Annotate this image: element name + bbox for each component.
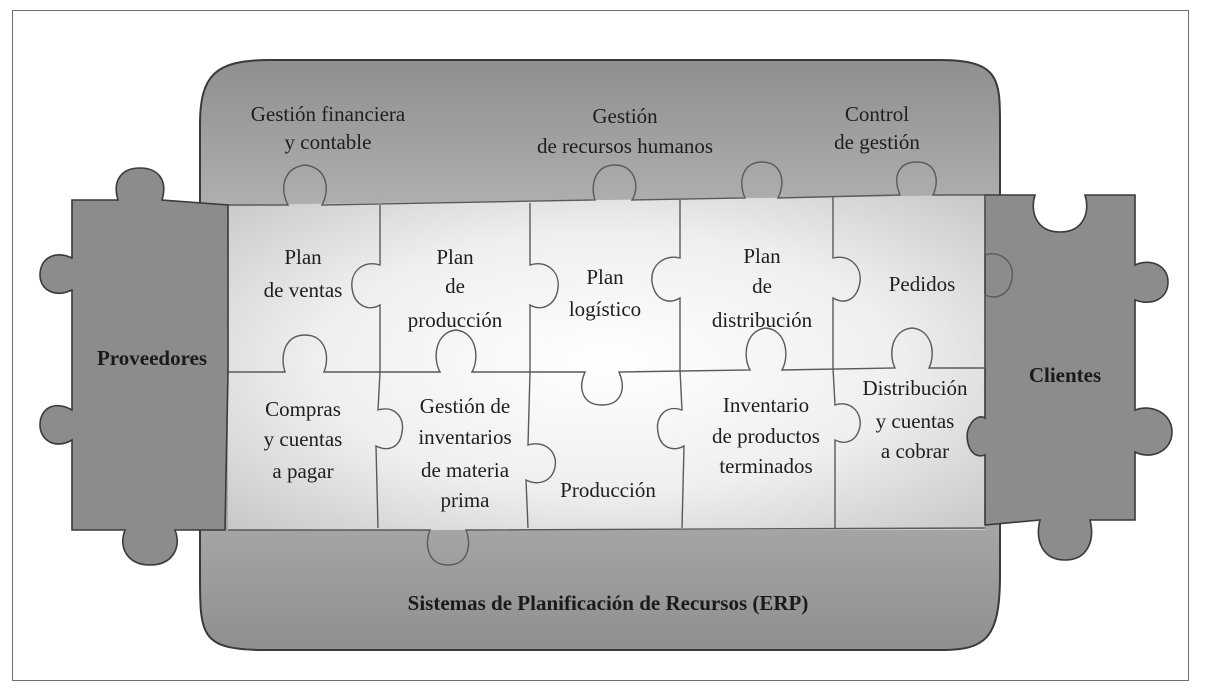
- piece-plan-logistico-line2: logístico: [569, 297, 641, 321]
- piece-plan-produccion-line2: de: [445, 274, 465, 298]
- piece-distribucion-cuentas-line2: y cuentas: [876, 409, 955, 433]
- puzzle-field: [228, 195, 985, 530]
- top-module-financiera-line1: Gestión financiera: [251, 102, 406, 126]
- bottom-seam: [228, 527, 986, 566]
- piece-produccion-line1: Producción: [560, 478, 656, 502]
- piece-plan-ventas-line1: Plan: [284, 245, 322, 269]
- piece-plan-produccion-line3: producción: [408, 308, 503, 332]
- piece-gestion-inventarios-line3: de materia: [421, 458, 510, 482]
- clientes-piece: [966, 194, 1173, 561]
- top-modules: Gestión financiera y contable Gestión de…: [251, 102, 921, 158]
- right-seam: [984, 195, 1014, 368]
- piece-plan-logistico-line1: Plan: [586, 265, 624, 289]
- top-module-control-line1: Control: [845, 102, 909, 126]
- piece-plan-distribucion-line3: distribución: [712, 308, 813, 332]
- top-seam: [225, 161, 985, 206]
- piece-distribucion-cuentas-line1: Distribución: [863, 376, 968, 400]
- piece-plan-distribucion-line2: de: [752, 274, 772, 298]
- vertical-seam-4: [832, 196, 861, 528]
- piece-compras-line3: a pagar: [272, 459, 333, 483]
- piece-plan-produccion-line1: Plan: [436, 245, 474, 269]
- piece-inventario-productos-line2: de productos: [712, 424, 820, 448]
- top-module-financiera-line2: y contable: [285, 130, 372, 154]
- pieces-row-2: Compras y cuentas a pagar Gestión de inv…: [264, 376, 968, 512]
- piece-gestion-inventarios-line1: Gestión de: [420, 394, 510, 418]
- piece-inventario-productos-line1: Inventario: [723, 393, 809, 417]
- piece-plan-ventas-line2: de ventas: [264, 278, 343, 302]
- vertical-seam-2: [525, 203, 559, 529]
- piece-pedidos-line1: Pedidos: [889, 272, 956, 296]
- proveedores-label: Proveedores: [97, 346, 207, 370]
- piece-distribucion-cuentas-line3: a cobrar: [881, 439, 949, 463]
- top-module-control-line2: de gestión: [834, 130, 920, 154]
- vertical-seam-1: [351, 205, 404, 529]
- proveedores-piece: [39, 167, 229, 566]
- vertical-seam-3: [651, 200, 685, 529]
- top-module-rrhh-line1: Gestión: [592, 104, 658, 128]
- pieces-row-1: Plan de ventas Plan de producción Plan l…: [264, 244, 956, 332]
- top-module-rrhh-line2: de recursos humanos: [537, 134, 713, 158]
- piece-gestion-inventarios-line2: inventarios: [418, 425, 511, 449]
- clientes-label: Clientes: [1029, 363, 1101, 387]
- middle-seam: [228, 327, 985, 406]
- piece-compras-line2: y cuentas: [264, 427, 343, 451]
- erp-title: Sistemas de Planificación de Recursos (E…: [408, 591, 809, 615]
- piece-compras-line1: Compras: [265, 397, 341, 421]
- piece-gestion-inventarios-line4: prima: [441, 488, 491, 512]
- piece-plan-distribucion-line1: Plan: [743, 244, 781, 268]
- piece-inventario-productos-line3: terminados: [719, 454, 812, 478]
